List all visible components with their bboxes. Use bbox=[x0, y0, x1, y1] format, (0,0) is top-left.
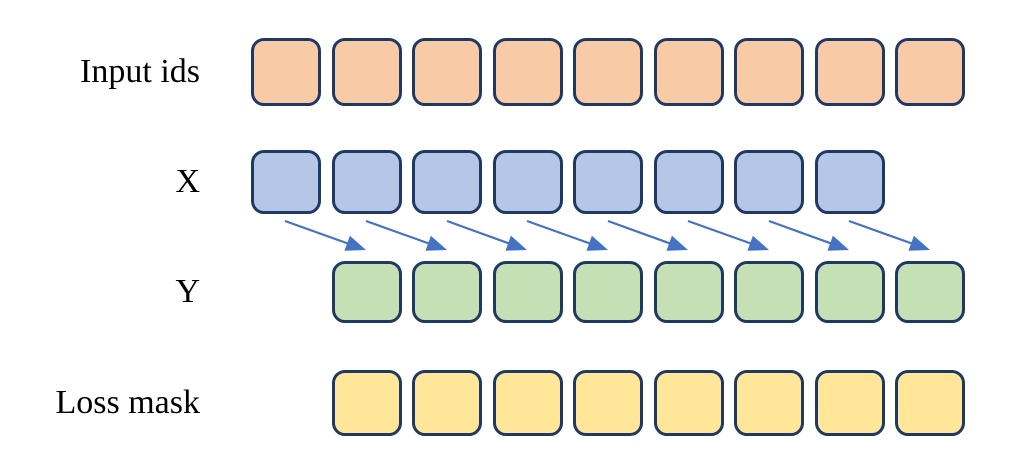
cell-y-4 bbox=[573, 261, 643, 323]
arrow-head bbox=[344, 235, 366, 251]
cell-input-ids-5 bbox=[573, 38, 643, 106]
cell-x-6 bbox=[654, 150, 724, 214]
shift-arrow-5 bbox=[607, 219, 688, 251]
arrow-head bbox=[505, 235, 527, 251]
cell-loss-mask-1 bbox=[332, 370, 402, 436]
cell-x-3 bbox=[412, 150, 482, 214]
cell-loss-mask-4 bbox=[573, 370, 643, 436]
cell-input-ids-7 bbox=[734, 38, 804, 106]
cell-x-4 bbox=[493, 150, 563, 214]
arrow-shaft bbox=[526, 219, 593, 246]
cell-input-ids-4 bbox=[493, 38, 563, 106]
cell-x-7 bbox=[734, 150, 804, 214]
arrow-shaft bbox=[848, 219, 915, 246]
cell-input-ids-9 bbox=[895, 38, 965, 106]
cell-loss-mask-7 bbox=[815, 370, 885, 436]
cell-loss-mask-8 bbox=[895, 370, 965, 436]
row-label-x: X bbox=[175, 163, 200, 200]
cell-loss-mask-2 bbox=[412, 370, 482, 436]
arrow-head bbox=[827, 235, 849, 251]
arrow-shaft bbox=[284, 219, 351, 246]
cell-x-5 bbox=[573, 150, 643, 214]
cell-x-2 bbox=[332, 150, 402, 214]
arrow-head bbox=[586, 235, 608, 251]
cell-input-ids-2 bbox=[332, 38, 402, 106]
arrow-head bbox=[666, 235, 688, 251]
cell-input-ids-3 bbox=[412, 38, 482, 106]
cell-input-ids-8 bbox=[815, 38, 885, 106]
row-label-loss-mask: Loss mask bbox=[55, 384, 201, 421]
arrow-shaft bbox=[446, 219, 512, 246]
shift-arrow-6 bbox=[687, 219, 769, 251]
arrow-shaft bbox=[687, 219, 754, 246]
arrow-head bbox=[747, 235, 769, 251]
shift-arrow-2 bbox=[365, 219, 447, 251]
shift-arrow-7 bbox=[768, 219, 849, 251]
arrow-shaft bbox=[607, 219, 673, 246]
row-label-y: Y bbox=[175, 273, 200, 310]
cell-y-5 bbox=[654, 261, 724, 323]
cell-loss-mask-5 bbox=[654, 370, 724, 436]
shift-arrow-8 bbox=[848, 219, 930, 251]
arrow-shaft bbox=[365, 219, 432, 246]
cell-x-8 bbox=[815, 150, 885, 214]
cell-x-1 bbox=[251, 150, 321, 214]
cell-y-7 bbox=[815, 261, 885, 323]
cell-y-2 bbox=[412, 261, 482, 323]
cell-y-1 bbox=[332, 261, 402, 323]
cell-input-ids-6 bbox=[654, 38, 724, 106]
cell-y-6 bbox=[734, 261, 804, 323]
cell-y-8 bbox=[895, 261, 965, 323]
arrow-head bbox=[908, 235, 930, 251]
cell-y-3 bbox=[493, 261, 563, 323]
shift-arrow-1 bbox=[284, 219, 366, 251]
shift-arrow-4 bbox=[526, 219, 608, 251]
cell-loss-mask-6 bbox=[734, 370, 804, 436]
arrow-shaft bbox=[768, 219, 834, 246]
cell-input-ids-1 bbox=[251, 38, 321, 106]
cell-loss-mask-3 bbox=[493, 370, 563, 436]
arrow-head bbox=[425, 235, 447, 251]
row-label-input-ids: Input ids bbox=[80, 53, 200, 90]
shift-arrow-3 bbox=[446, 219, 527, 251]
